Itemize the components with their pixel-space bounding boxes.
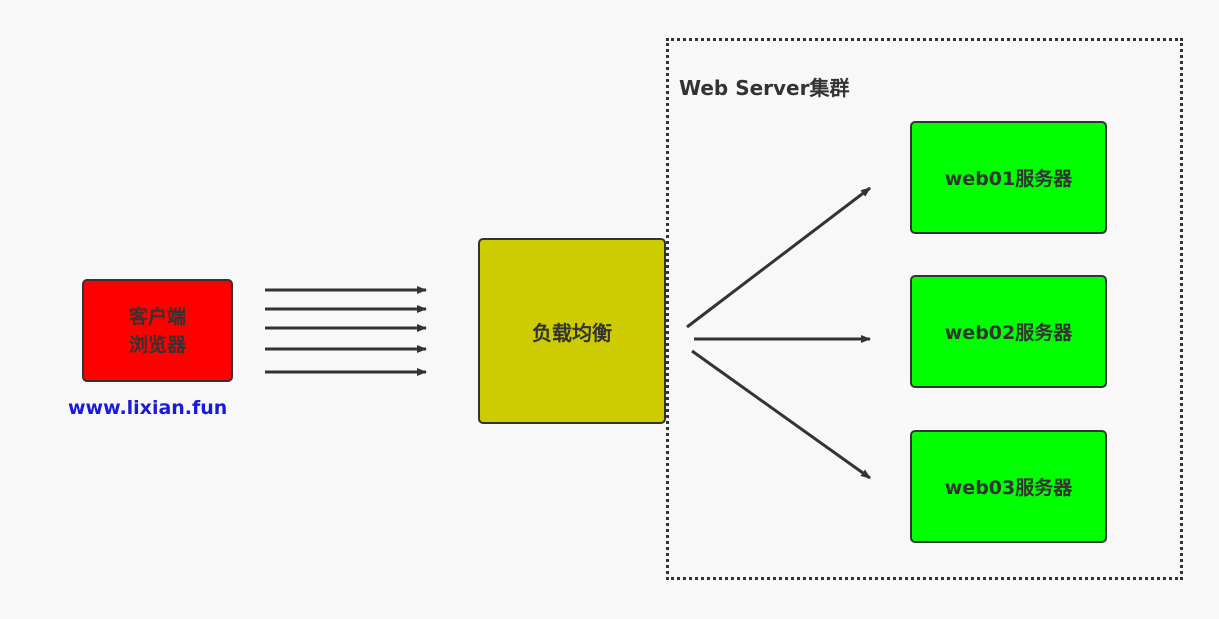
client-label-line2: 浏览器 [128, 333, 186, 356]
cluster-title: Web Server集群 [679, 76, 850, 100]
server-node-web02: web02服务器 [910, 275, 1107, 388]
client-label-line1: 客户端 [128, 305, 186, 328]
server-node-web03: web03服务器 [910, 430, 1107, 543]
server-label: web03服务器 [944, 477, 1073, 499]
dispatch-arrow-web03 [691, 349, 871, 480]
web-server-cluster-boundary [666, 38, 1183, 580]
client-browser-node: 客户端 浏览器 [82, 279, 233, 382]
dispatch-arrow-web01 [686, 186, 871, 329]
server-node-web01: web01服务器 [910, 121, 1107, 234]
load-balancer-label: 负载均衡 [532, 320, 612, 345]
server-label: web02服务器 [944, 322, 1073, 344]
client-site-url: www.lixian.fun [68, 397, 228, 419]
server-label: web01服务器 [944, 168, 1073, 190]
load-balancer-node: 负载均衡 [478, 238, 666, 424]
